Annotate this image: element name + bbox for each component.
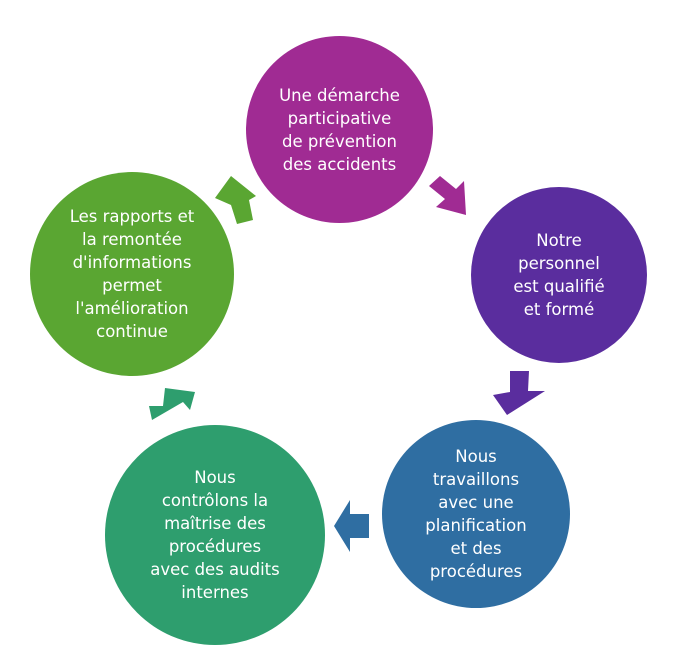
label-line: participative: [287, 108, 392, 128]
label-line: Nous: [455, 447, 497, 466]
label-line: des accidents: [282, 154, 397, 174]
label-line: et des: [450, 539, 502, 558]
cycle-step-planning-procedures: Nous travaillons avec une planification …: [382, 420, 570, 608]
cycle-step-label: Les rapports et la remontée d'informatio…: [70, 205, 195, 343]
label-line: travaillons: [432, 470, 520, 489]
label-line: avec une: [438, 493, 514, 512]
cycle-step-label: Nous contrôlons la maîtrise des procédur…: [150, 466, 280, 604]
label-line: Notre: [536, 231, 582, 250]
label-line: Nous: [194, 468, 236, 487]
label-line: personnel: [518, 254, 600, 273]
label-line: permet: [102, 276, 162, 295]
cycle-step-participative-approach: Une démarche participative de prévention…: [246, 36, 433, 223]
label-line: et formé: [523, 300, 595, 319]
label-line: maîtrise des: [164, 514, 266, 533]
label-line: la remontée: [82, 230, 182, 249]
label-line: de prévention: [282, 131, 397, 151]
label-line: d'informations: [72, 253, 192, 272]
cycle-step-label: Une démarche participative de prévention…: [279, 84, 400, 176]
label-line: est qualifié: [513, 277, 605, 296]
arrow-down-left-icon: [493, 371, 545, 415]
label-line: internes: [181, 583, 249, 602]
label-line: procédures: [429, 562, 523, 581]
label-line: Les rapports et: [69, 207, 195, 226]
label-line: l'amélioration: [75, 299, 189, 318]
cycle-step-label: Notre personnel est qualifié et formé: [513, 229, 604, 321]
label-line: planification: [425, 516, 527, 535]
label-line: procédures: [168, 537, 262, 556]
cycle-step-qualified-staff: Notre personnel est qualifié et formé: [471, 187, 647, 363]
arrow-up-right-icon: [215, 176, 256, 224]
arrow-down-right-icon: [429, 176, 466, 215]
cycle-step-label: Nous travaillons avec une planification …: [425, 445, 526, 583]
cycle-step-continuous-improvement: Les rapports et la remontée d'informatio…: [30, 172, 234, 376]
label-line: continue: [96, 322, 168, 341]
arrow-up-right-icon: [149, 388, 195, 420]
arrow-left-icon: [334, 500, 369, 552]
label-line: contrôlons la: [161, 491, 269, 510]
label-line: avec des audits: [150, 560, 280, 579]
cycle-step-internal-audits: Nous contrôlons la maîtrise des procédur…: [105, 425, 325, 645]
label-line: Une démarche: [279, 85, 400, 105]
